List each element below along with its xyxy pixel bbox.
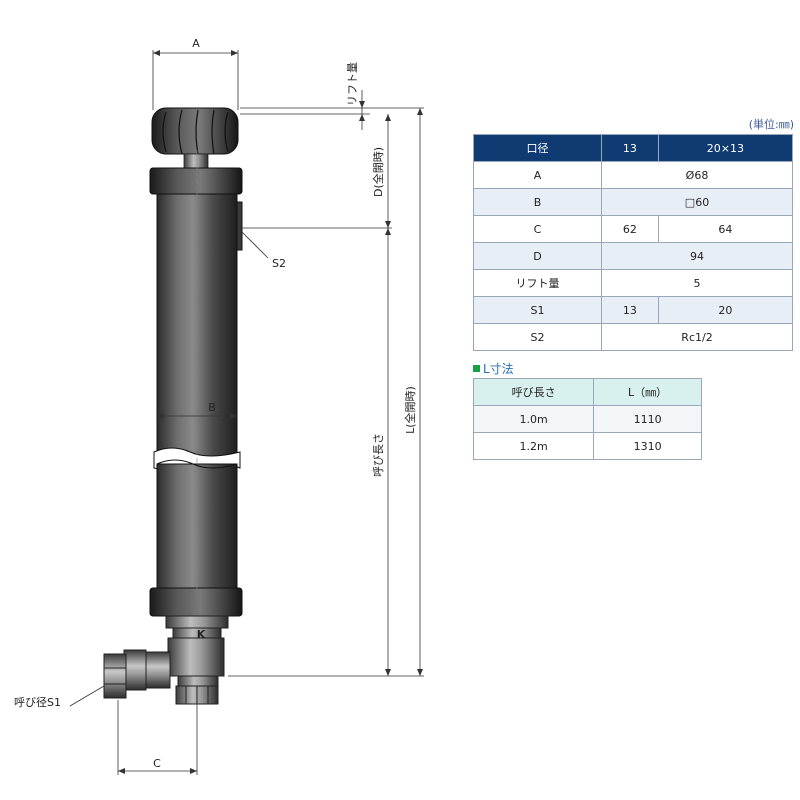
side-connector <box>103 649 171 699</box>
l-size-table: 呼び長さ L（㎜） 1.0m 1110 1.2m 1310 <box>472 378 702 460</box>
spec-row-d: D 94 <box>473 242 793 270</box>
knob <box>151 107 239 169</box>
bottom-fitting <box>165 615 229 705</box>
spec-row-s1: S1 13 20 <box>473 296 794 324</box>
spec-row-label: リフト量 <box>473 269 602 297</box>
dimension-lines <box>69 50 424 775</box>
unit-note: (単位:㎜) <box>748 118 794 131</box>
l-row: 1.0m 1110 <box>472 405 702 433</box>
dim-k-label: K <box>197 628 206 641</box>
dim-s2-label: S2 <box>272 257 286 270</box>
dim-l-label: L(全開時) <box>403 386 417 434</box>
bottom-cap <box>149 587 243 617</box>
spec-table: 口径 13 20×13 A Ø68 B □60 C 62 64 D 94 リフト… <box>473 134 794 351</box>
spec-cell: 64 <box>657 215 794 243</box>
spec-row-label: S1 <box>473 296 602 324</box>
l-cell-length: 1.2m <box>472 432 595 460</box>
spec-cell: 20 <box>657 296 794 324</box>
dimension-arrows <box>118 50 423 774</box>
dim-nominal-length-label: 呼び長さ <box>372 433 385 477</box>
l-row: 1.2m 1310 <box>472 432 702 460</box>
spec-header-row: 口径 13 20×13 <box>473 134 794 162</box>
spec-cell: 13 <box>601 296 659 324</box>
l-table-title: L寸法 <box>473 360 514 377</box>
s2-port <box>236 201 243 251</box>
spec-cell: 62 <box>601 215 659 243</box>
dim-s1-label: 呼び径S1 <box>14 696 61 709</box>
spec-cell: □60 <box>601 188 793 216</box>
l-header-l: L（㎜） <box>593 378 702 406</box>
l-cell-value: 1310 <box>593 432 702 460</box>
dim-c-label: C <box>153 757 161 770</box>
l-header-row: 呼び長さ L（㎜） <box>472 378 702 406</box>
spec-row-c: C 62 64 <box>473 215 794 243</box>
spec-cell: 94 <box>601 242 793 270</box>
spec-row-label: A <box>473 161 602 189</box>
top-cap <box>149 167 243 195</box>
spec-header-20x13: 20×13 <box>657 134 794 162</box>
spec-row-label: D <box>473 242 602 270</box>
spec-row-lift: リフト量 5 <box>473 269 793 297</box>
spec-header-caliber: 口径 <box>473 134 602 162</box>
spec-row-s2: S2 Rc1/2 <box>473 323 793 351</box>
spec-cell: Ø68 <box>601 161 793 189</box>
spec-row-a: A Ø68 <box>473 161 793 189</box>
spec-row-b: B □60 <box>473 188 793 216</box>
l-cell-value: 1110 <box>593 405 702 433</box>
product-illustration <box>103 107 243 705</box>
spec-row-label: S2 <box>473 323 602 351</box>
square-bullet-icon <box>473 365 480 372</box>
l-table-title-text: L寸法 <box>483 362 514 376</box>
l-header-length: 呼び長さ <box>472 378 595 406</box>
dim-d-label: D(全開時) <box>371 147 385 197</box>
spec-cell: Rc1/2 <box>601 323 793 351</box>
spec-header-13: 13 <box>601 134 659 162</box>
spec-cell: 5 <box>601 269 793 297</box>
dim-a-label: A <box>192 37 200 50</box>
l-cell-length: 1.0m <box>472 405 595 433</box>
dim-lift-label: リフト量 <box>346 62 359 106</box>
spec-row-label: B <box>473 188 602 216</box>
spec-row-label: C <box>473 215 602 243</box>
dim-b-label: B <box>208 401 216 414</box>
